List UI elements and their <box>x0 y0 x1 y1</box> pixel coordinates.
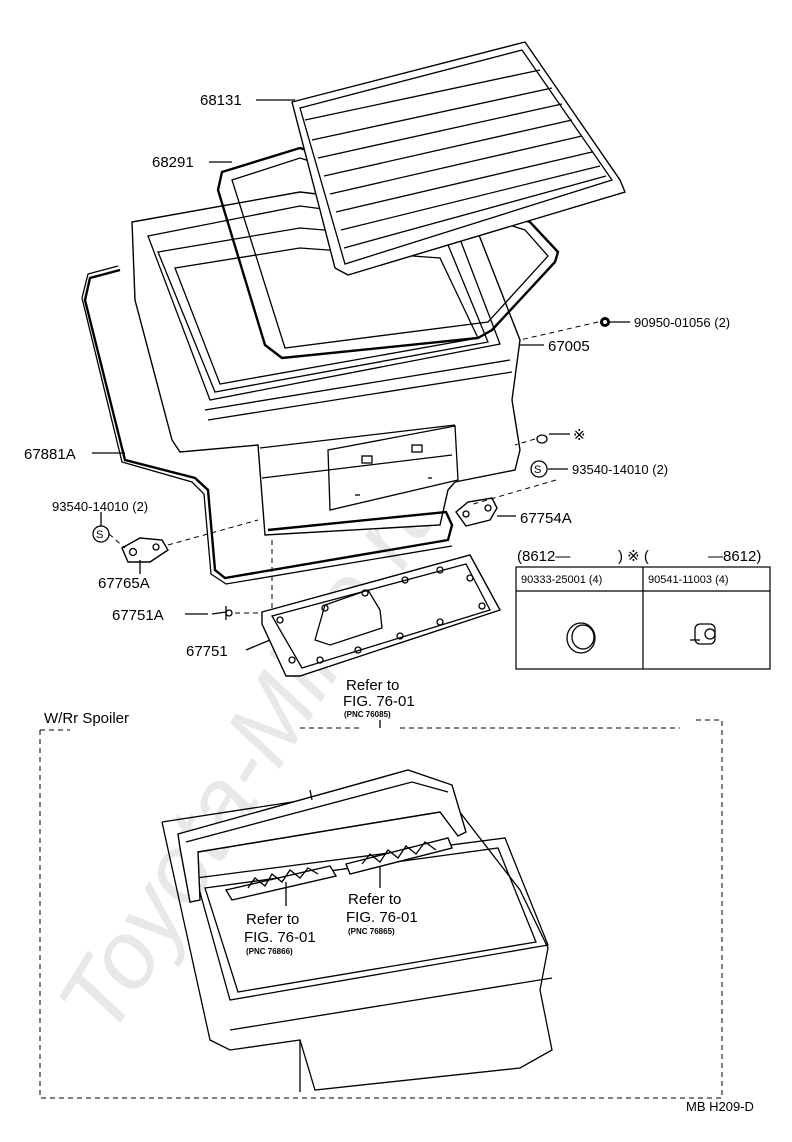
refer-left-line3: (PNC 76866) <box>246 947 293 956</box>
hole-cover-left[interactable] <box>121 537 169 563</box>
refer-top-line1: Refer to <box>346 677 399 694</box>
callout-screw-right: 93540-14010 (2) <box>572 462 668 477</box>
refer-top-line3: (PNC 76085) <box>344 710 391 719</box>
callout-68291: 68291 <box>152 154 194 171</box>
refer-left-line1: Refer to <box>246 911 299 928</box>
clip-ring-icon <box>536 434 548 444</box>
refer-top-line2: FIG. 76-01 <box>343 693 415 710</box>
spoiler-section-title: W/Rr Spoiler <box>44 710 129 727</box>
callout-67751: 67751 <box>186 643 228 660</box>
back-door-glass[interactable] <box>291 41 626 276</box>
variant-header-mid: ) ※ ( <box>618 548 649 565</box>
callout-nut: 90950-01056 (2) <box>634 315 730 330</box>
hole-cover-right[interactable] <box>455 497 498 527</box>
variant-col1-part: 90333-25001 (4) <box>521 574 602 586</box>
svg-text:S: S <box>534 464 541 476</box>
callout-67751a: 67751A <box>112 607 164 624</box>
door-weatherstrip-seal[interactable] <box>83 268 454 580</box>
grommet-icon <box>566 622 596 654</box>
refer-right-line3: (PNC 76865) <box>348 927 395 936</box>
back-door-panel[interactable] <box>131 191 521 536</box>
nut-icon <box>600 317 610 327</box>
watermark: Toyota-Mine.ru <box>37 454 465 1051</box>
refer-right-line1: Refer to <box>348 891 401 908</box>
refer-right-line2: FIG. 76-01 <box>346 909 418 926</box>
clip-nut-icon <box>690 623 716 645</box>
callout-clip-mark: ※ <box>573 427 586 444</box>
callout-67881a: 67881A <box>24 446 76 463</box>
refer-left-line2: FIG. 76-01 <box>244 929 316 946</box>
stop-lamp-left[interactable] <box>224 865 338 901</box>
callout-67754a: 67754A <box>520 510 572 527</box>
back-door-trim-board[interactable] <box>261 554 502 677</box>
callout-68131: 68131 <box>200 92 242 109</box>
variant-header-left: (8612— <box>517 548 570 565</box>
rear-spoiler[interactable] <box>177 769 467 903</box>
screw-left-icon: S <box>92 525 110 543</box>
clip-pin-icon <box>211 606 233 620</box>
svg-text:S: S <box>96 529 103 541</box>
screw-right-icon: S <box>530 460 548 478</box>
variant-col2-part: 90541-11003 (4) <box>648 574 729 586</box>
variant-table: (8612— ) ※ ( —8612) 90333-25001 (4) 9054… <box>515 548 771 670</box>
stop-lamp-right[interactable] <box>345 837 453 875</box>
variant-header-right: —8612) <box>708 548 761 565</box>
callout-screw-left: 93540-14010 (2) <box>52 499 148 514</box>
callout-67765a: 67765A <box>98 575 150 592</box>
spoiler-section-frame <box>39 719 723 1099</box>
callout-67005: 67005 <box>548 338 590 355</box>
footer-code: MB H209-D <box>686 1099 754 1114</box>
